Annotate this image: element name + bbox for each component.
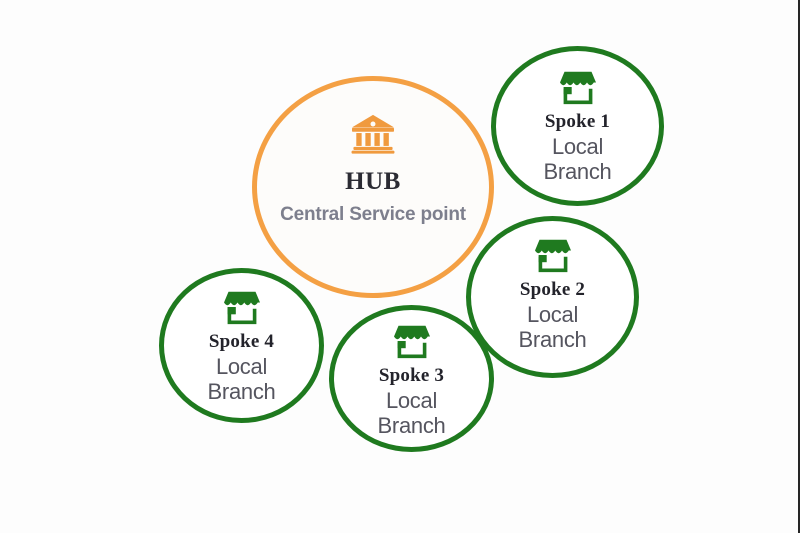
spoke-subtitle: Local Branch — [377, 388, 446, 438]
spoke-node-3[interactable]: Spoke 3 Local Branch — [329, 305, 494, 452]
spoke-subtitle: Local Branch — [543, 134, 612, 184]
storefront-icon — [533, 237, 573, 273]
spoke-subtitle-line2: Branch — [377, 412, 446, 438]
spoke-subtitle-line2: Branch — [207, 378, 276, 404]
right-edge-border — [798, 0, 800, 533]
spoke-title: Spoke 3 — [378, 365, 445, 386]
hub-title: HUB — [345, 168, 401, 195]
spoke-node-2[interactable]: Spoke 2 Local Branch — [466, 216, 639, 378]
spoke-subtitle: Local Branch — [518, 302, 587, 352]
spoke-subtitle-line1: Local — [215, 354, 268, 379]
spoke-title: Spoke 4 — [208, 331, 275, 352]
spoke-title: Spoke 1 — [544, 111, 611, 132]
spoke-subtitle-line1: Local — [551, 134, 604, 159]
storefront-icon — [222, 289, 262, 325]
spoke-subtitle-line1: Local — [526, 302, 579, 327]
storefront-icon — [392, 323, 432, 359]
spoke-node-4[interactable]: Spoke 4 Local Branch — [159, 268, 324, 423]
bank-institution-icon — [350, 113, 396, 155]
storefront-icon — [558, 69, 598, 105]
spoke-subtitle-line1: Local — [385, 388, 438, 413]
spoke-subtitle-line2: Branch — [518, 326, 587, 352]
spoke-subtitle-line2: Branch — [543, 158, 612, 184]
spoke-title: Spoke 2 — [519, 279, 586, 300]
spoke-node-1[interactable]: Spoke 1 Local Branch — [491, 46, 664, 206]
hub-node[interactable]: HUB Central Service point — [252, 76, 494, 298]
spoke-subtitle: Local Branch — [207, 354, 276, 404]
hub-subtitle: Central Service point — [280, 204, 466, 225]
